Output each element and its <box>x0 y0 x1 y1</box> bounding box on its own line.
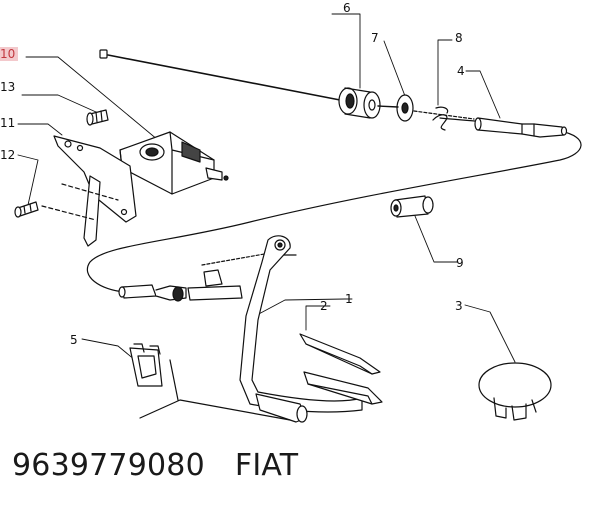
callout-11: 11 <box>0 116 15 130</box>
callout-6: 6 <box>343 1 351 15</box>
callout-5: 5 <box>70 333 78 347</box>
sleeve-part-4 <box>474 117 568 138</box>
grommet-part-6 <box>338 87 381 119</box>
screw-part-13 <box>86 109 109 126</box>
callout-2: 2 <box>320 299 328 313</box>
callout-12: 12 <box>0 148 15 162</box>
brand-name: FIAT <box>234 448 299 483</box>
callout-labels: 10 13 11 12 6 7 8 4 9 2 1 3 5 <box>0 1 465 347</box>
leader-lines <box>17 13 516 363</box>
pedal-lever <box>139 235 383 423</box>
callout-10: 10 <box>0 47 15 61</box>
clip-part-5 <box>129 343 163 387</box>
part-caption: 9639779080 FIAT <box>12 448 298 483</box>
part-number: 9639779080 <box>12 448 205 483</box>
cap-part-3 <box>478 362 552 421</box>
cable-end-lower <box>118 252 297 302</box>
bracket-part-11 <box>41 135 137 247</box>
bushing-part-9 <box>390 195 434 218</box>
callout-9: 9 <box>456 256 464 270</box>
callout-1: 1 <box>345 292 353 306</box>
callout-10-highlight <box>0 47 18 61</box>
callout-3: 3 <box>455 299 463 313</box>
washer-part-7 <box>377 94 414 122</box>
callout-8: 8 <box>455 31 463 45</box>
callout-4: 4 <box>457 64 465 78</box>
clip-part-8 <box>413 106 475 131</box>
callout-7: 7 <box>371 31 379 45</box>
bolt-part-12 <box>14 201 39 218</box>
callout-13: 13 <box>0 80 15 94</box>
housing-part-10 <box>119 131 229 195</box>
